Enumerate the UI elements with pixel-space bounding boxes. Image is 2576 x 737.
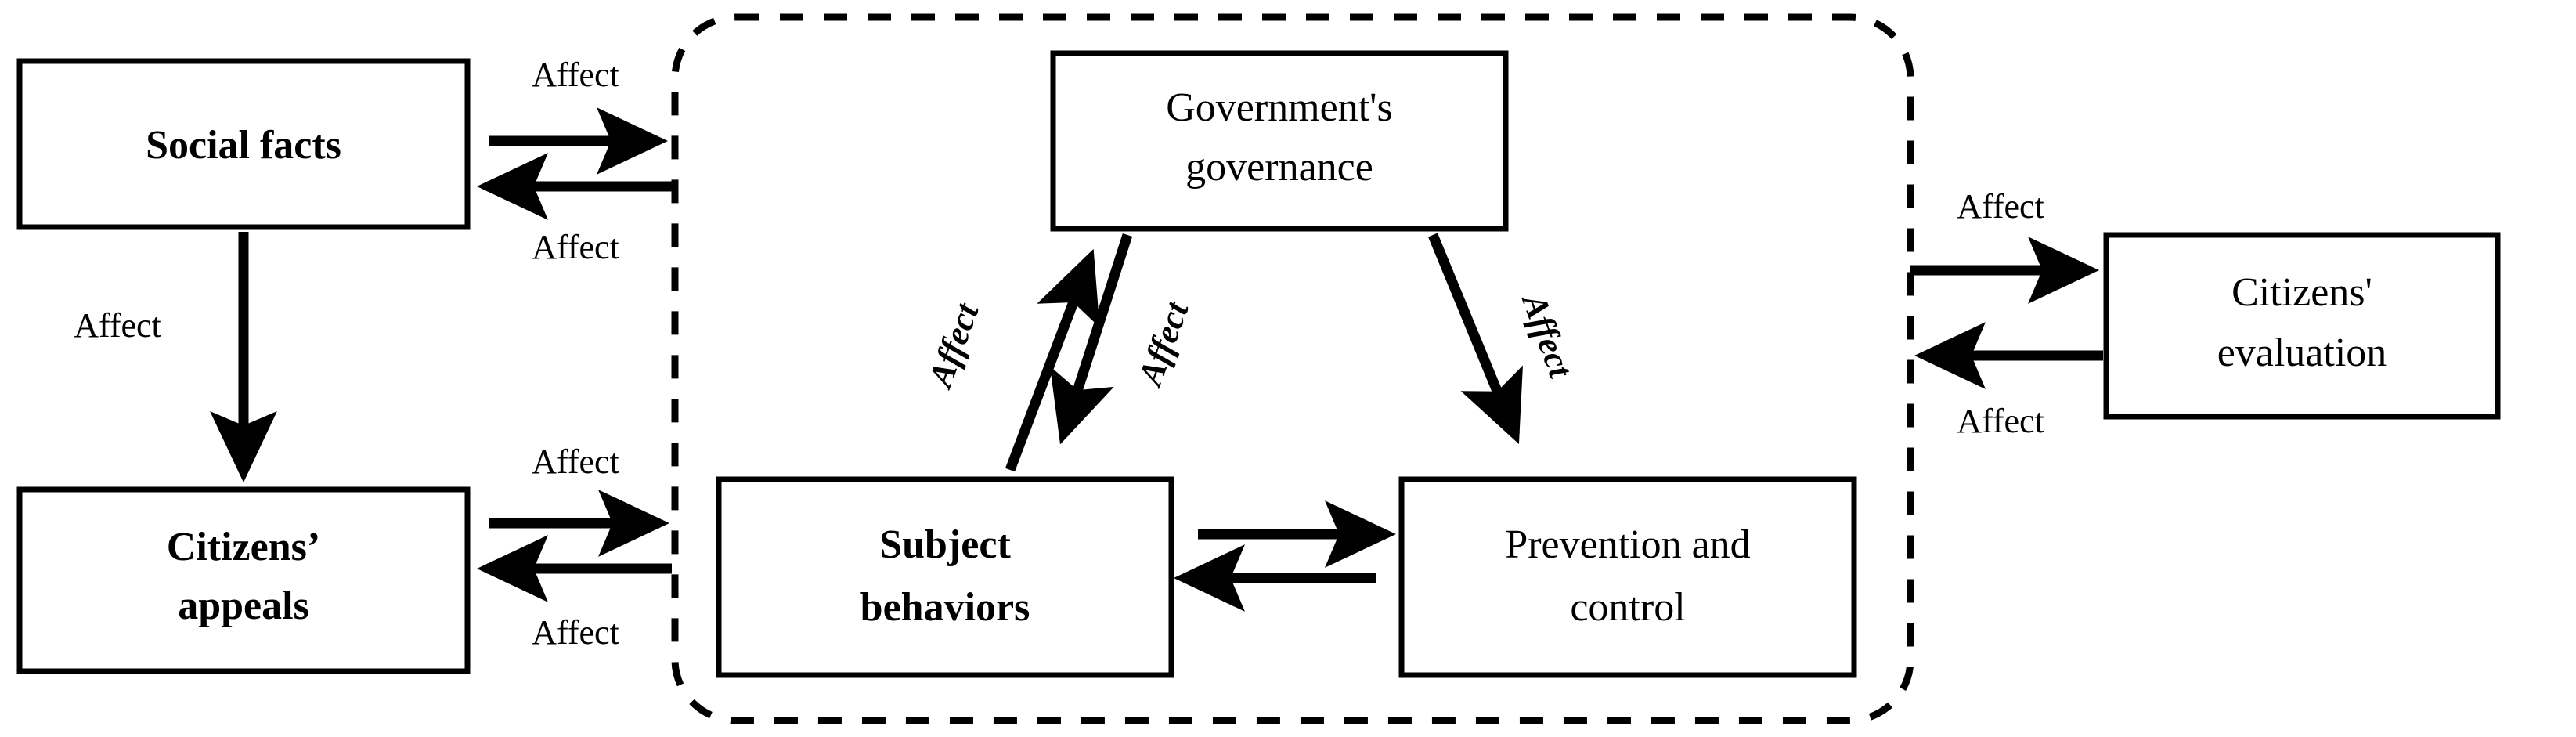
node-social-facts-label: Social facts: [146, 123, 341, 168]
node-citizens-appeals[interactable]: [16, 486, 471, 674]
node-subject-behaviors[interactable]: [716, 476, 1174, 678]
edge-label-governance-to-prevention: Affect: [1513, 287, 1580, 384]
node-governments-governance-label-line1: Government's: [1166, 85, 1393, 130]
node-subject-behaviors-label-line1: Subject: [879, 522, 1011, 567]
node-prevention-and-control[interactable]: [1398, 476, 1857, 678]
edge-governance-to-subject-behaviors: [1050, 233, 1133, 445]
edge-label-boundary-to-citizens-appeals: Affect: [532, 613, 619, 652]
edge-label-citizens-evaluation-to-boundary: Affect: [1957, 402, 2044, 440]
node-social-facts[interactable]: [16, 58, 471, 230]
node-citizens-evaluation-label-line1: Citizens': [2231, 270, 2372, 315]
edge-label-social-facts-to-boundary: Affect: [532, 56, 619, 94]
edge-label-social-facts-to-citizens-appeals: Affect: [74, 306, 161, 345]
node-citizens-appeals-label-line2: appeals: [178, 583, 309, 628]
edge-subject-behaviors-to-governance: [1005, 248, 1100, 472]
edge-label-governance-to-subject-behaviors: Affect: [1130, 295, 1196, 392]
node-subject-behaviors-label-line2: behaviors: [860, 585, 1030, 630]
node-citizens-evaluation-label-line2: evaluation: [2217, 331, 2387, 375]
edge-label-subject-behaviors-to-governance: Affect: [920, 297, 987, 394]
node-governments-governance-label-line2: governance: [1185, 145, 1373, 190]
edge-label-boundary-to-citizens-evaluation: Affect: [1957, 187, 2044, 226]
edge-label-citizens-appeals-to-boundary: Affect: [532, 443, 619, 481]
node-citizens-evaluation[interactable]: [2103, 232, 2501, 420]
edge-governance-to-prevention: [1427, 233, 1523, 445]
dashed-system-boundary: [671, 13, 1914, 724]
node-governments-governance[interactable]: [1050, 50, 1509, 232]
edge-label-boundary-to-social-facts: Affect: [532, 228, 619, 266]
node-prevention-and-control-label-line2: control: [1570, 585, 1685, 630]
node-prevention-and-control-label-line1: Prevention and: [1505, 522, 1750, 567]
node-citizens-appeals-label-line1: Citizens’: [167, 525, 320, 569]
